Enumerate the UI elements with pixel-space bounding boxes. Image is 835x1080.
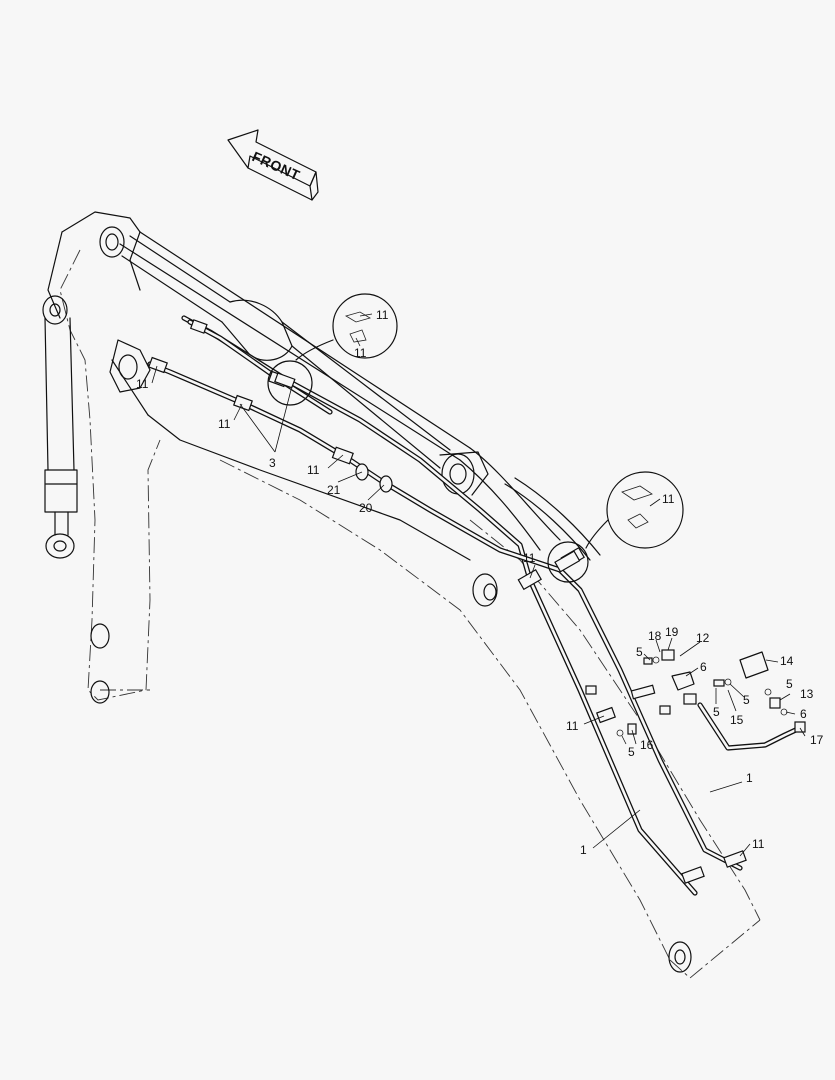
callout-16: 16 (640, 738, 654, 752)
callout-11: 11 (662, 492, 675, 506)
leader-lines (151, 313, 806, 857)
callout-11: 11 (354, 346, 367, 360)
callout-11: 11 (376, 308, 389, 322)
callout-11: 11 (566, 719, 579, 733)
callout-13: 13 (800, 687, 814, 701)
callout-labels: 3 20 21 11 11 11 11 11 11 11 11 11 1 1 5… (136, 308, 824, 857)
callout-14: 14 (780, 654, 794, 668)
pipe-clamps (148, 319, 747, 884)
attachment-fittings (585, 649, 806, 737)
callout-18: 18 (648, 629, 662, 643)
callout-19: 19 (665, 625, 679, 639)
boom-cylinder (121, 235, 489, 496)
callout-5: 5 (743, 693, 750, 707)
callout-5: 5 (713, 705, 720, 719)
callout-21: 21 (327, 483, 341, 497)
callout-12: 12 (696, 631, 710, 645)
callout-11: 11 (218, 417, 231, 431)
callout-6: 6 (700, 660, 707, 674)
callout-20: 20 (359, 501, 373, 515)
callout-6: 6 (800, 707, 807, 721)
front-arrow-label: FRONT (250, 148, 303, 183)
callout-1: 1 (580, 843, 587, 857)
callout-3: 3 (269, 456, 276, 470)
callout-5: 5 (786, 677, 793, 691)
callout-1: 1 (746, 771, 753, 785)
clamp-detail-circles (267, 293, 684, 583)
callout-5: 5 (636, 645, 643, 659)
callout-11: 11 (307, 463, 320, 477)
callout-5: 5 (628, 745, 635, 759)
boom-structure (47, 211, 761, 979)
callout-11: 11 (136, 377, 149, 391)
callout-11: 11 (523, 551, 536, 565)
callout-15: 15 (730, 713, 744, 727)
callout-17: 17 (810, 733, 824, 747)
callout-11: 11 (752, 837, 765, 851)
arm-cylinder (42, 295, 78, 559)
front-direction-arrow: FRONT (227, 129, 319, 201)
